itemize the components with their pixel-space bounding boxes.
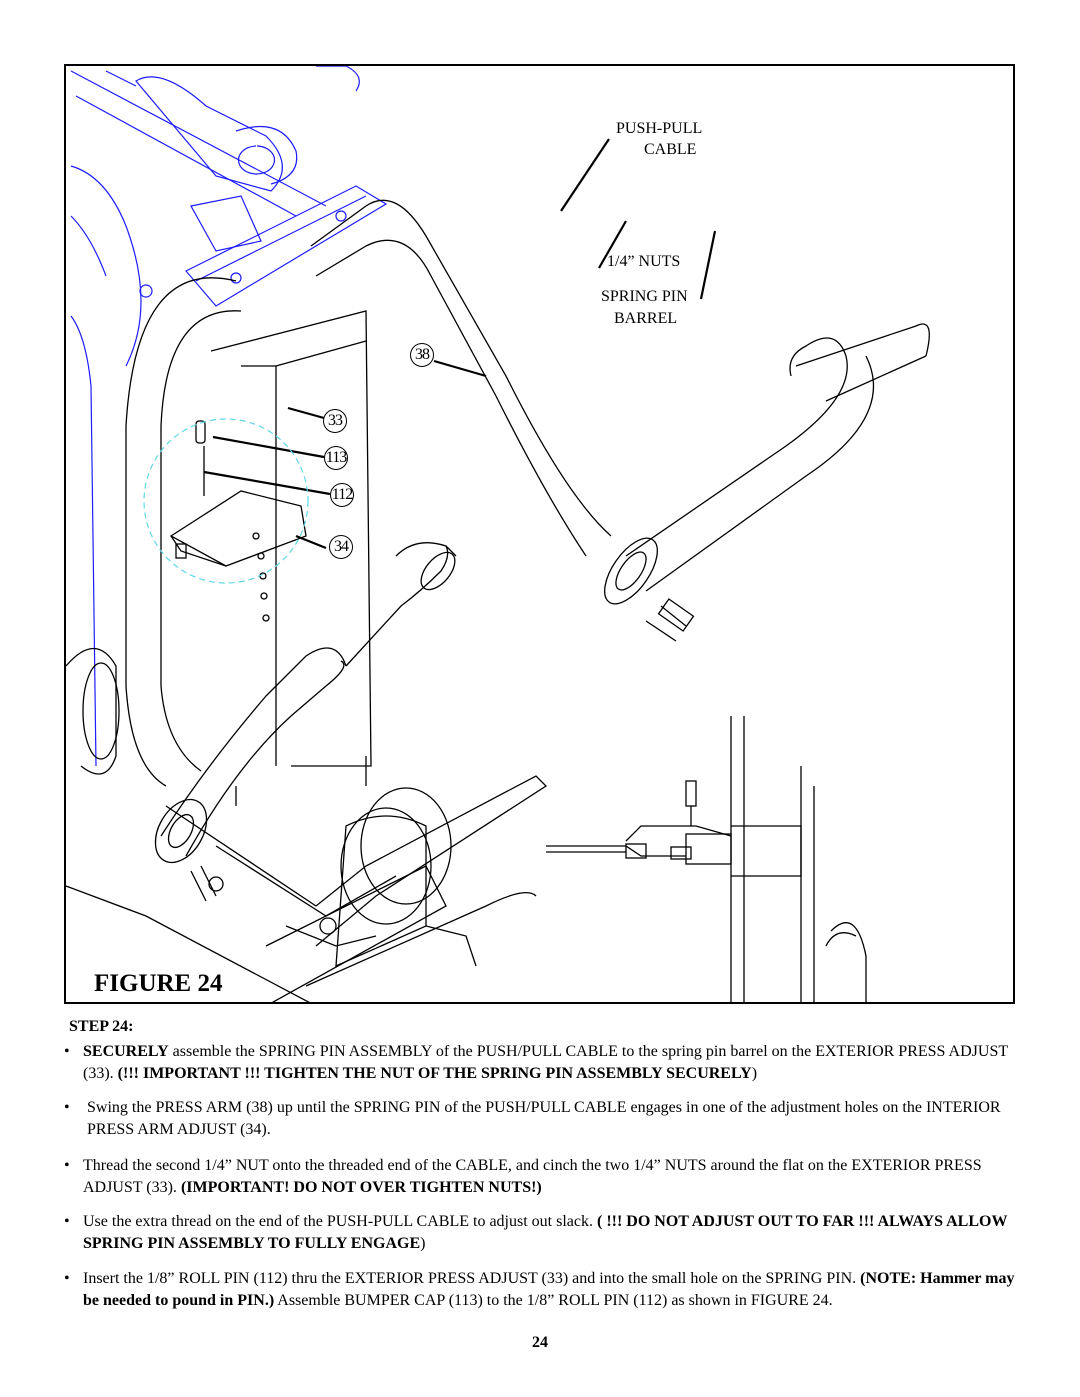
step-item-4: • Use the extra thread on the end of the… [64, 1211, 1024, 1255]
callout-spring-pin: SPRING PIN [601, 288, 688, 305]
step-item-5: • Insert the 1/8” ROLL PIN (112) thru th… [64, 1268, 1024, 1312]
step-item-1: • SECURELY assemble the SPRING PIN ASSEM… [64, 1041, 1024, 1085]
callout-push-pull: PUSH-PULL [616, 120, 703, 137]
step-item-text: SECURELY assemble the SPRING PIN ASSEMBL… [83, 1043, 1008, 1082]
part-number-38: 38 [410, 343, 434, 367]
step-item-text: Insert the 1/8” ROLL PIN (112) thru the … [83, 1270, 1015, 1309]
callout-barrel: BARREL [614, 310, 678, 327]
detail-circle [143, 418, 309, 584]
bullet: • [64, 1043, 70, 1060]
page-number: 24 [532, 1334, 548, 1351]
callout-leaders [203, 138, 717, 550]
machine-frame-lines [70, 66, 388, 787]
step-item-text: Swing the PRESS ARM (38) up until the SP… [87, 1099, 1001, 1138]
step-title: STEP 24: [69, 1018, 134, 1035]
part-number-34: 34 [329, 535, 353, 559]
press-arm-lines [66, 199, 930, 1002]
figure-frame: PUSH-PULL CABLE 1/4” NUTS SPRING PIN BAR… [64, 64, 1015, 1004]
assembly-drawing [66, 66, 930, 1002]
part-number-33: 33 [323, 409, 347, 433]
bullet: • [64, 1157, 70, 1174]
figure-label: FIGURE 24 [90, 970, 227, 998]
step-item-3: • Thread the second 1/4” NUT onto the th… [64, 1155, 1024, 1199]
step-item-text: Thread the second 1/4” NUT onto the thre… [83, 1157, 982, 1196]
bullet: • [64, 1099, 70, 1116]
callout-cable: CABLE [644, 141, 697, 158]
bullet: • [64, 1270, 70, 1287]
part-number-112: 112 [330, 483, 354, 507]
callout-nuts: 1/4” NUTS [607, 253, 681, 270]
step-item-text: Use the extra thread on the end of the P… [83, 1213, 1008, 1252]
bullet: • [64, 1213, 70, 1230]
step-item-2: • Swing the PRESS ARM (38) up until the … [64, 1097, 1024, 1141]
part-number-113: 113 [324, 446, 348, 470]
